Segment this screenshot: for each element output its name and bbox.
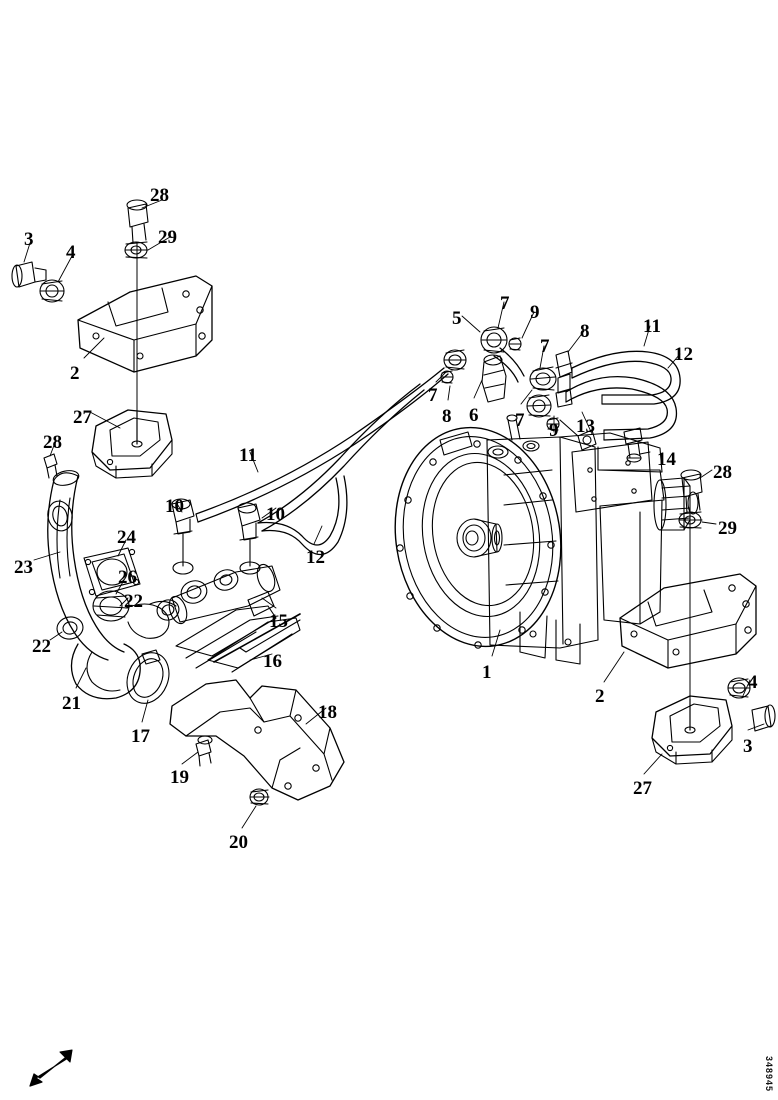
- callout-7: 7: [428, 385, 438, 406]
- callout-12: 12: [306, 547, 325, 568]
- callout-28: 28: [43, 432, 62, 453]
- callout-9: 9: [549, 420, 559, 441]
- callout-1: 1: [482, 662, 492, 683]
- callout-12: 12: [674, 344, 693, 365]
- callout-13: 13: [576, 416, 595, 437]
- callout-9: 9: [530, 302, 540, 323]
- callout-11: 11: [239, 445, 257, 466]
- left-mount-bracket: [11, 199, 213, 479]
- callout-23: 23: [14, 557, 33, 578]
- callout-4: 4: [748, 672, 758, 693]
- callout-22: 22: [124, 591, 143, 612]
- lower-bracket-18: [169, 679, 345, 806]
- callout-19: 19: [170, 767, 189, 788]
- callout-29: 29: [158, 227, 177, 248]
- callout-14: 14: [657, 449, 676, 470]
- callout-7: 7: [500, 293, 510, 314]
- callout-2: 2: [595, 686, 605, 707]
- callout-28: 28: [713, 462, 732, 483]
- orientation-arrow-icon: [29, 1049, 73, 1087]
- callout-17: 17: [131, 726, 150, 747]
- cooler-lines-upper-right: [440, 326, 681, 463]
- callout-18: 18: [318, 702, 337, 723]
- callout-7: 7: [540, 336, 550, 357]
- callout-26: 26: [118, 567, 137, 588]
- callout-10: 10: [266, 504, 285, 525]
- callout-24: 24: [117, 527, 136, 548]
- callout-8: 8: [580, 321, 590, 342]
- callout-27: 27: [73, 407, 92, 428]
- callout-3: 3: [24, 229, 34, 250]
- callout-8: 8: [442, 406, 452, 427]
- callout-21: 21: [62, 693, 81, 714]
- callout-10: 10: [165, 496, 184, 517]
- callout-5: 5: [452, 308, 462, 329]
- callout-29: 29: [718, 518, 737, 539]
- cooler-lines-left: [171, 367, 449, 567]
- callout-16: 16: [263, 651, 282, 672]
- callout-3: 3: [743, 736, 753, 757]
- drawing-number: 348945: [764, 1055, 774, 1092]
- callout-28: 28: [150, 185, 169, 206]
- callout-11: 11: [643, 316, 661, 337]
- callout-7: 7: [515, 410, 525, 431]
- callout-15: 15: [269, 611, 288, 632]
- air-duct-assembly: [43, 453, 177, 704]
- right-mount-bracket: [619, 469, 776, 765]
- leader-lines: [23, 199, 765, 829]
- callout-20: 20: [229, 832, 248, 853]
- callout-2: 2: [70, 363, 80, 384]
- callout-22: 22: [32, 636, 51, 657]
- callout-27: 27: [633, 778, 652, 799]
- callout-6: 6: [469, 405, 479, 426]
- transmission-housing: [394, 414, 699, 665]
- cooler-manifold-block: [156, 561, 301, 673]
- callout-4: 4: [66, 242, 76, 263]
